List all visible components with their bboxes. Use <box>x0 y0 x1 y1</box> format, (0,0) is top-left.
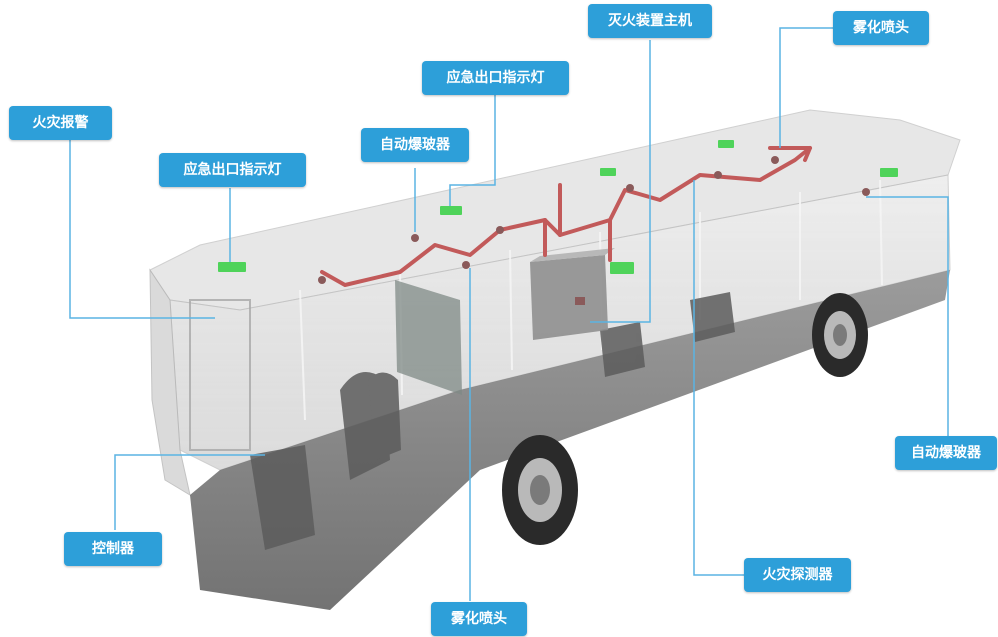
leader-main-unit <box>590 40 651 323</box>
leader-controller <box>114 454 265 530</box>
leader-mist-top <box>779 27 835 148</box>
exit-light-4 <box>718 140 734 148</box>
label-extinguisher-main-unit: 灭火装置主机 <box>588 4 712 38</box>
exit-light-mid <box>440 206 462 215</box>
pipe-network <box>320 146 812 287</box>
exit-light-6 <box>610 262 634 274</box>
leader-auto-burster-right <box>866 196 949 438</box>
label-mist-nozzle-top: 雾化喷头 <box>833 11 929 45</box>
leader-lines <box>69 27 949 601</box>
rear-wheel <box>812 293 868 377</box>
label-emergency-exit-light-top: 应急出口指示灯 <box>422 61 569 95</box>
label-auto-burster-top: 自动爆玻器 <box>361 128 469 162</box>
emergency-exit-lights <box>218 140 898 274</box>
label-fire-alarm: 火灾报警 <box>9 106 112 140</box>
label-fire-detector: 火灾探测器 <box>744 558 851 592</box>
leader-fire-alarm <box>69 140 215 319</box>
label-auto-burster-right: 自动爆玻器 <box>895 436 997 470</box>
bus-body <box>149 109 961 610</box>
label-emergency-exit-light-left: 应急出口指示灯 <box>159 153 306 187</box>
device-markers <box>318 156 870 305</box>
label-controller: 控制器 <box>64 532 162 566</box>
exit-light-3 <box>600 168 616 176</box>
exit-light-5 <box>880 168 898 177</box>
leader-fire-detector <box>693 180 745 576</box>
front-wheel <box>502 435 578 545</box>
leader-exit-light-top <box>449 95 496 206</box>
exit-light-front <box>218 262 246 272</box>
label-mist-nozzle-bottom: 雾化喷头 <box>431 602 527 636</box>
